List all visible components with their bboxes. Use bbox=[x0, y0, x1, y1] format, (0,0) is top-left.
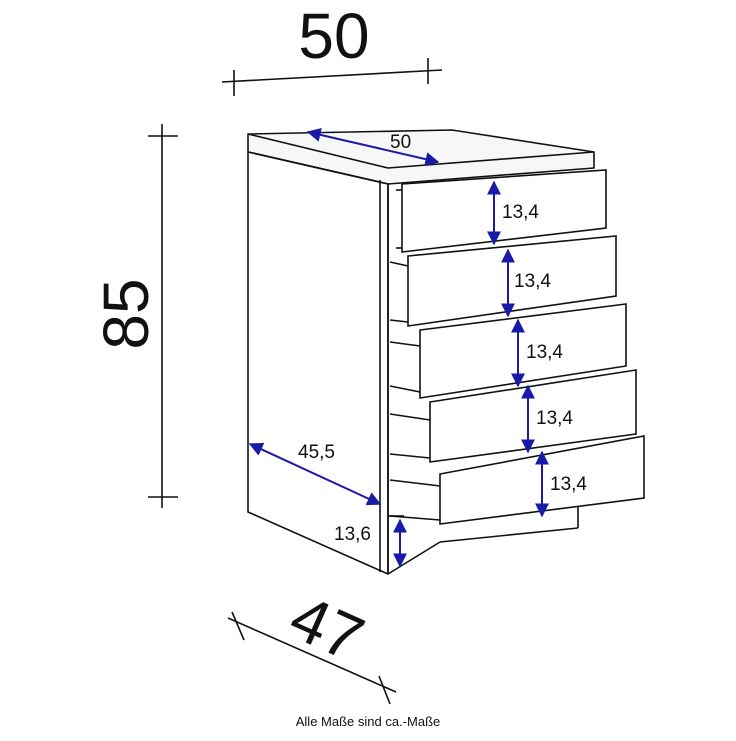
drawer-1 bbox=[396, 169, 607, 253]
inner-depth-arrow bbox=[248, 442, 382, 506]
drawer-1-height-label: 13,4 bbox=[502, 202, 539, 223]
top-width-label: 50 bbox=[390, 132, 411, 153]
plinth-height-label: 13,6 bbox=[334, 524, 371, 545]
overall-depth-dimension bbox=[227, 611, 397, 705]
drawer-3-height-label: 13,4 bbox=[526, 342, 563, 363]
inner-depth-label: 45,5 bbox=[298, 442, 335, 463]
top-width-arrow bbox=[306, 128, 440, 166]
overall-depth-label: 47 bbox=[280, 581, 374, 676]
overall-height-dimension bbox=[148, 124, 178, 508]
overall-width-dimension bbox=[221, 58, 443, 96]
drawer-5-height-label: 13,4 bbox=[550, 474, 587, 495]
drawer-4-height-label: 13,4 bbox=[536, 408, 573, 429]
measurement-arrows bbox=[248, 128, 549, 568]
measurements-caption: Alle Maße sind ca.-Maße bbox=[295, 714, 441, 729]
drawer-2-height-label: 13,4 bbox=[514, 271, 551, 292]
overall-height-label: 85 bbox=[90, 278, 162, 349]
overall-width-label: 50 bbox=[298, 0, 369, 72]
